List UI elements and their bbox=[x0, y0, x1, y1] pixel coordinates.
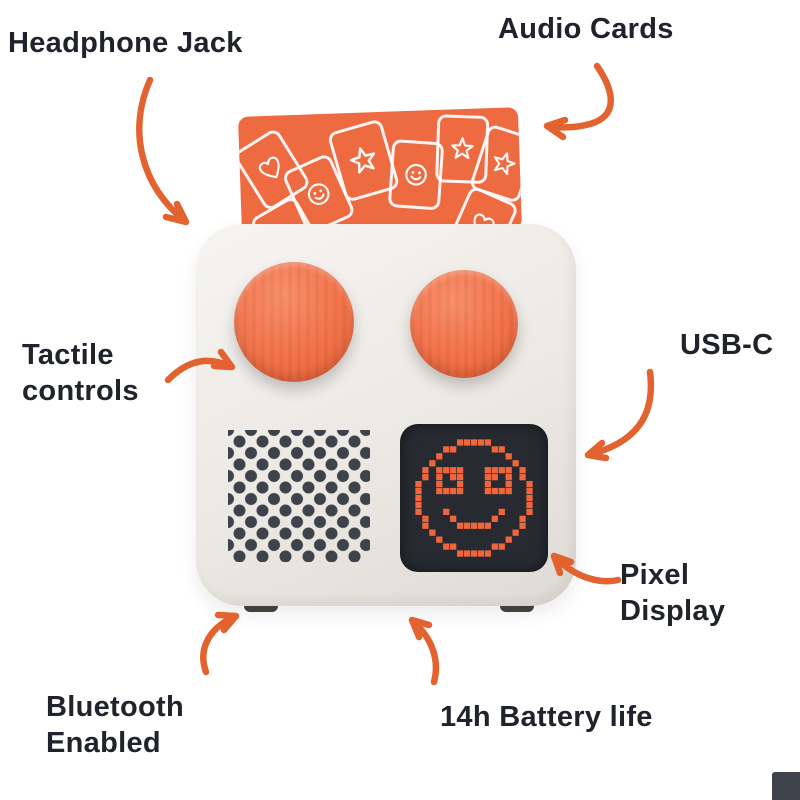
audio-card bbox=[281, 152, 357, 236]
label-usb-c: USB-C bbox=[680, 329, 774, 361]
arrow-headphone-jack bbox=[136, 76, 190, 226]
heart-icon bbox=[258, 156, 280, 179]
arrow-bluetooth bbox=[200, 611, 240, 676]
star-icon bbox=[493, 152, 516, 176]
arrow-usb-c bbox=[584, 368, 655, 462]
pixel-face bbox=[415, 439, 533, 557]
star-icon bbox=[450, 137, 474, 160]
label-tactile-controls: Tactile controls bbox=[22, 339, 139, 407]
label-battery-life: 14h Battery life bbox=[440, 701, 653, 733]
audio-card bbox=[237, 127, 312, 213]
right-control-knob bbox=[410, 270, 518, 378]
label-headphone-jack: Headphone Jack bbox=[8, 27, 243, 59]
audio-card bbox=[326, 118, 401, 203]
audio-card bbox=[435, 114, 490, 185]
label-audio-cards: Audio Cards bbox=[498, 13, 674, 45]
corner-mark bbox=[772, 772, 800, 800]
label-pixel-display: Pixel Display bbox=[620, 559, 726, 627]
star-icon bbox=[349, 147, 376, 174]
smiley-icon bbox=[405, 163, 427, 186]
audio-player-device bbox=[196, 224, 576, 606]
speaker-grille bbox=[228, 430, 370, 562]
left-control-knob bbox=[234, 262, 354, 382]
arrow-battery bbox=[408, 616, 440, 686]
smiley-icon bbox=[307, 183, 330, 205]
label-bluetooth-enabled: Bluetooth Enabled bbox=[46, 691, 185, 759]
audio-cards-stack bbox=[237, 107, 523, 239]
audio-card bbox=[468, 123, 523, 205]
audio-card bbox=[387, 139, 445, 211]
pixel-display-screen bbox=[400, 424, 548, 572]
arrow-audio-cards bbox=[543, 62, 614, 141]
